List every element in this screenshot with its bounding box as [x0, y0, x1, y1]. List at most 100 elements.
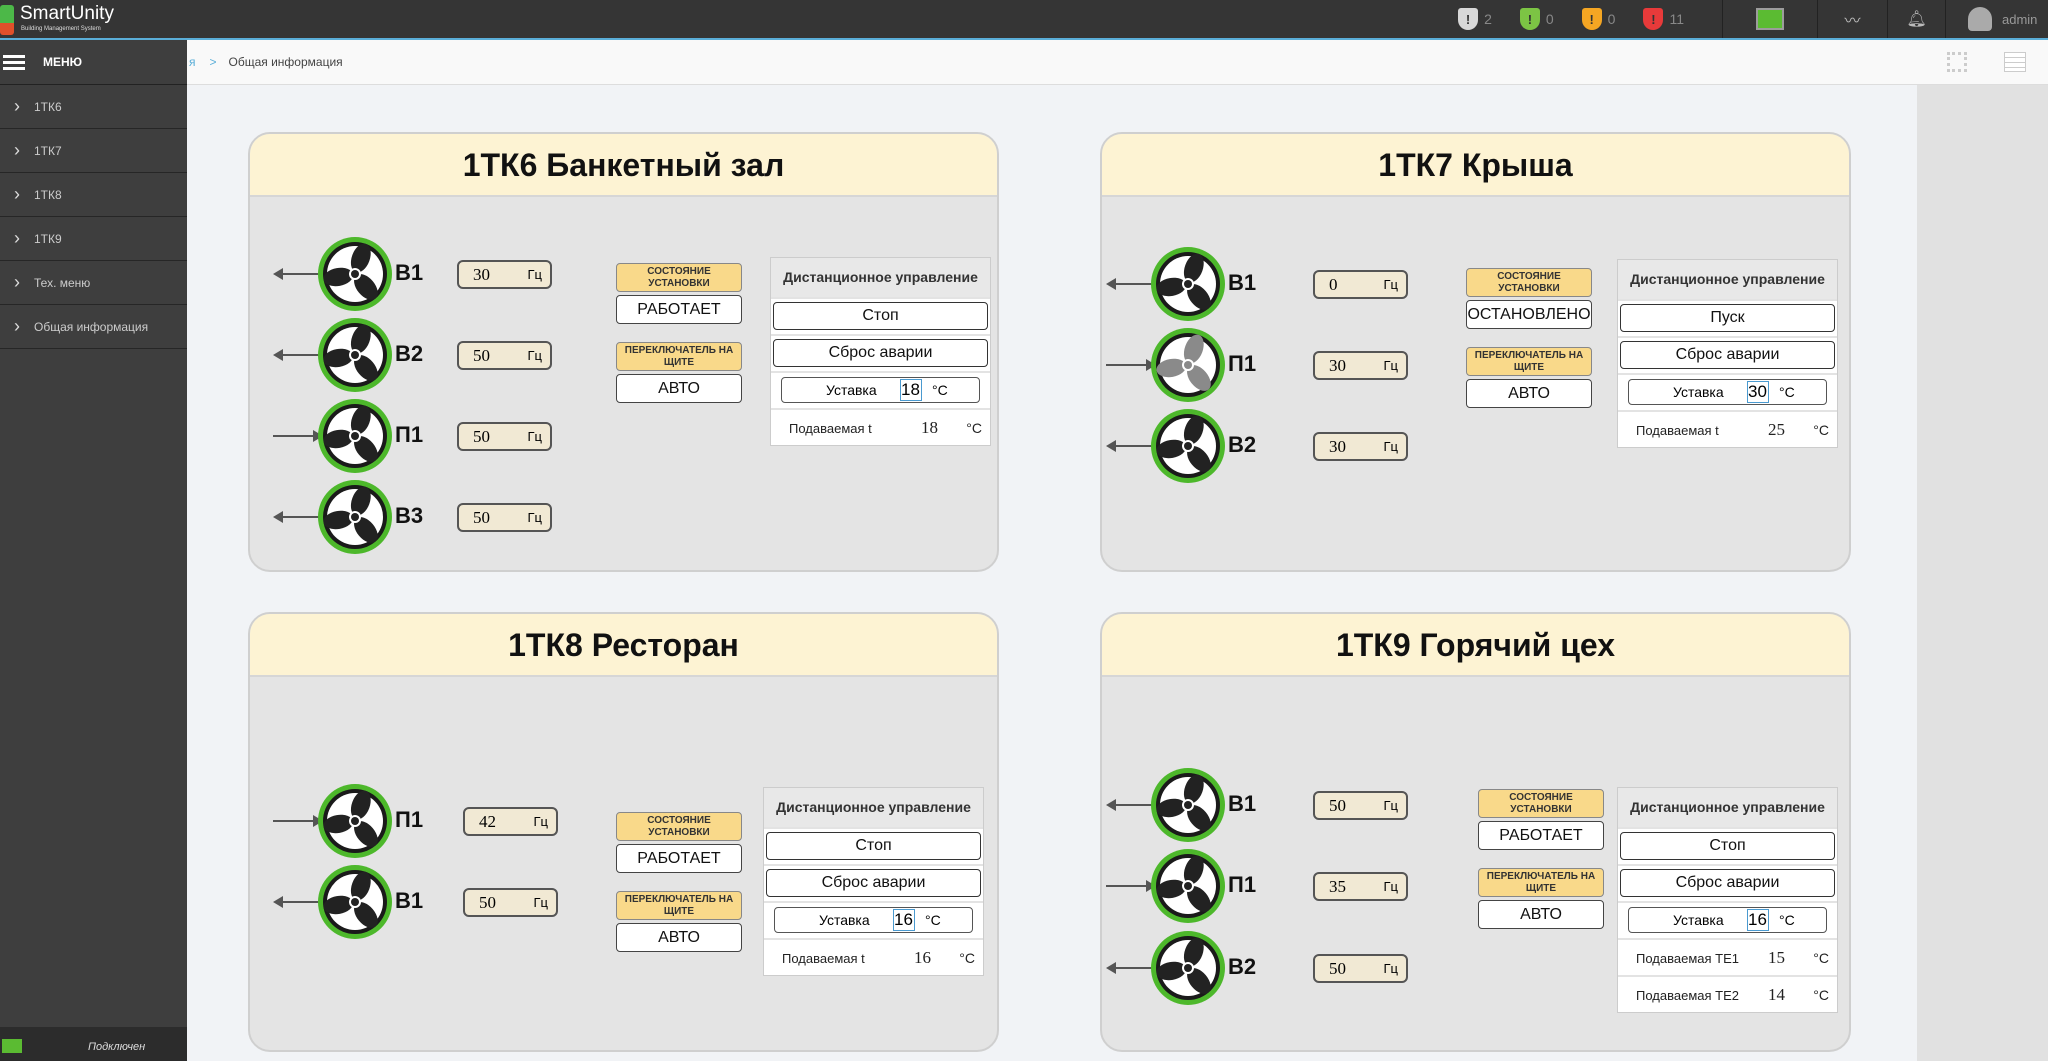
reading-label: Подаваемая ТЕ1 — [1636, 951, 1739, 966]
setpoint-input[interactable]: 18 — [900, 379, 922, 401]
breadcrumb-parent[interactable]: я — [189, 55, 196, 69]
airflow-arrow — [273, 435, 313, 437]
setpoint-label: Уставка — [1673, 384, 1724, 400]
alert-counter[interactable]: !0 — [1519, 8, 1554, 30]
fan-icon[interactable] — [316, 397, 394, 475]
notifications-button[interactable]: 🔔︎ — [1887, 0, 1945, 38]
reset-alarm-button[interactable]: Сброс аварии — [1620, 341, 1835, 369]
reading-unit: °C — [1813, 422, 1829, 438]
sidebar-item-label: 1ТК6 — [34, 99, 62, 114]
trends-button[interactable]: 〰 — [1817, 0, 1887, 38]
frequency-unit: Гц — [1383, 277, 1399, 292]
chevron-right-icon: › — [14, 316, 20, 336]
frequency-unit: Гц — [527, 348, 543, 363]
airflow-arrow — [281, 901, 321, 903]
fan-label: В3 — [395, 503, 424, 528]
setpoint-input[interactable]: 16 — [893, 909, 915, 931]
remote-control-title: Дистанционное управление — [1618, 260, 1837, 299]
remote-row: Сброс аварии — [1618, 864, 1837, 901]
alert-counter[interactable]: !2 — [1458, 8, 1492, 30]
grid-view-icon[interactable] — [1947, 52, 1967, 72]
start-stop-button[interactable]: Стоп — [766, 832, 981, 860]
setpoint-unit: °C — [1779, 912, 1795, 928]
sidebar-item[interactable]: ›1ТК8 — [0, 173, 187, 217]
fan-icon[interactable] — [1149, 847, 1227, 925]
alert-count: 0 — [1607, 11, 1616, 27]
airflow-arrow — [1106, 885, 1146, 887]
state-label: СОСТОЯНИЕ УСТАНОВКИ — [616, 812, 742, 841]
remote-control-title: Дистанционное управление — [764, 788, 983, 827]
user-menu[interactable]: admin — [1945, 0, 2048, 38]
hamburger-icon — [3, 52, 25, 73]
alert-counter[interactable]: !11 — [1643, 8, 1684, 30]
setpoint-input[interactable]: 16 — [1747, 909, 1769, 931]
sidebar-item[interactable]: ›1ТК7 — [0, 129, 187, 173]
sidebar-item[interactable]: ›1ТК9 — [0, 217, 187, 261]
alert-counter[interactable]: !0 — [1581, 8, 1616, 30]
fan-icon[interactable] — [1149, 407, 1227, 485]
frequency-value: 50 — [473, 346, 490, 365]
sidebar-item[interactable]: ›Тех. меню — [0, 261, 187, 305]
airflow-arrow — [1114, 804, 1154, 806]
switch-label: ПЕРЕКЛЮЧАТЕЛЬ НА ЩИТЕ — [1466, 347, 1592, 376]
reset-alarm-button[interactable]: Сброс аварии — [766, 869, 981, 897]
fan-icon[interactable] — [316, 782, 394, 860]
fan-label: В2 — [1228, 954, 1257, 979]
sidebar-item[interactable]: › 1ТК6 — [0, 85, 187, 129]
fan-icon[interactable] — [316, 478, 394, 556]
fan-label: В2 — [395, 341, 424, 366]
sidebar: МЕНЮ › 1ТК6 ›1ТК7›1ТК8›1ТК9›Тех. меню › Обща… — [0, 40, 187, 1061]
remote-row: Сброс аварии — [771, 334, 990, 371]
frequency-value: 50 — [479, 893, 496, 912]
frequency-display: 50 Гц — [457, 341, 552, 370]
monitor-plug-icon — [1756, 8, 1784, 30]
fan-icon[interactable] — [316, 316, 394, 394]
arrowhead-icon — [1106, 962, 1116, 974]
state-value: ОСТАНОВЛЕНО — [1466, 300, 1592, 329]
table-view-icon[interactable] — [2004, 52, 2026, 72]
fan-icon[interactable] — [316, 235, 394, 313]
reading-value: 15 — [1768, 948, 1785, 967]
sidebar-item-label: Общая информация — [34, 319, 149, 334]
fan-label: П1 — [395, 807, 424, 832]
sidebar-item[interactable]: › Общая информация — [0, 305, 187, 349]
airflow-arrow — [281, 354, 321, 356]
start-stop-button[interactable]: Стоп — [773, 302, 988, 330]
connection-monitor-button[interactable] — [1722, 0, 1817, 38]
alert-count: 11 — [1669, 11, 1684, 27]
arrowhead-icon — [273, 511, 283, 523]
menu-toggle[interactable]: МЕНЮ — [0, 40, 187, 85]
fan-icon[interactable] — [1149, 929, 1227, 1007]
fan-icon[interactable] — [1149, 766, 1227, 844]
fan-icon[interactable] — [1149, 245, 1227, 323]
start-stop-button[interactable]: Стоп — [1620, 832, 1835, 860]
fan-icon[interactable] — [1149, 326, 1227, 404]
chevron-right-icon: › — [14, 96, 20, 116]
arrowhead-icon — [273, 349, 283, 361]
switch-value: АВТО — [1478, 900, 1604, 929]
start-stop-button[interactable]: Пуск — [1620, 304, 1835, 332]
chart-line-icon: 〰 — [1844, 13, 1861, 30]
switch-value: АВТО — [1466, 379, 1592, 408]
state-value: РАБОТАЕТ — [616, 295, 742, 324]
frequency-unit: Гц — [1383, 961, 1399, 976]
reset-alarm-button[interactable]: Сброс аварии — [1620, 869, 1835, 897]
right-scroll-area — [1917, 85, 2048, 1061]
fan-icon[interactable] — [316, 863, 394, 941]
setpoint-input[interactable]: 30 — [1747, 381, 1769, 403]
smartunity-logo[interactable]: SmartUnity Building Management System — [0, 2, 130, 38]
reset-alarm-button[interactable]: Сброс аварии — [773, 339, 988, 367]
frequency-unit: Гц — [527, 510, 543, 525]
